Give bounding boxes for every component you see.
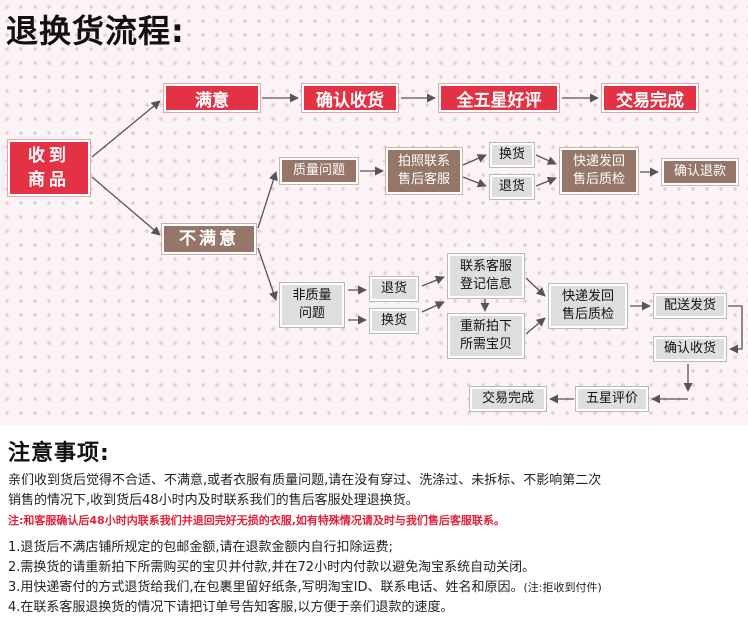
notes-heading: 注意事项: (8, 441, 110, 466)
received-line1: 收到 (28, 146, 70, 166)
express-back-inspection-box-1: 快递发回售后质检 (560, 148, 638, 194)
notes-item-3-small: (注:拒收到付件) (523, 581, 602, 594)
five-star-review-box: 全五星好评 (439, 84, 559, 112)
photo-contact-line1: 拍照联系 (397, 154, 450, 169)
photo-contact-box: 拍照联系售后客服 (386, 148, 462, 194)
confirm-receipt-box: 确认收货 (302, 84, 398, 112)
express2-line2: 售后质检 (561, 307, 614, 322)
arrow-received-satisfied (91, 100, 161, 158)
notes-item-3-main: 3.用快递寄付的方式退货给我们,在包裹里留好纸条,写明淘宝ID、联系电话、姓名和… (8, 580, 524, 595)
received-goods-box: 收到商品 (8, 140, 90, 196)
photo-contact-line2: 售后客服 (397, 172, 450, 187)
arrow-reorder-express2 (525, 317, 546, 335)
five-star-rating-box: 五星评价 (576, 387, 648, 411)
quality-issue-box: 质量问题 (280, 158, 358, 184)
notes-item-4: 4.在联系客服退换货的情况下请把订单号告知客服,以方便于亲们退款的速度。 (8, 600, 454, 615)
reorder-item-box: 重新拍下所需宝贝 (448, 314, 524, 358)
reorder-line1: 重新拍下 (459, 319, 512, 334)
notes-warning: 注:和客服确认后48小时内联系我们并退回完好无损的衣服,如有特殊情况请及时与我们… (8, 514, 505, 527)
arrow-photo-exchange (462, 154, 487, 166)
notes-item-1: 1.退货后不满店铺所规定的包邮金额,请在退款金额内自行扣除运费; (8, 540, 393, 555)
notes-intro-line2: 销售的情况下,收到货后48小时内及时联系我们的售后客服处理退换货。 (8, 493, 419, 508)
arrow-notsat-quality (257, 171, 278, 229)
exchange-box: 换货 (490, 143, 534, 167)
contact-service-line2: 登记信息 (459, 277, 512, 292)
ship-out-box: 配送发货 (654, 294, 726, 318)
arrow-received-notsatisfied (91, 176, 161, 236)
contact-service-line1: 联系客服 (459, 259, 512, 274)
non-quality-line2: 问题 (298, 306, 325, 321)
arrow-photo-return (462, 176, 487, 188)
arrow-contact-express2 (525, 277, 546, 297)
deal-complete-box-2: 交易完成 (470, 387, 546, 411)
notes-intro-line1: 亲们收到货后觉得不合适、不满意,或者衣服有质量问题,请在没有穿过、洗涤过、未拆标… (8, 473, 602, 488)
express-back-inspection-box-2: 快递发回售后质检 (549, 284, 627, 328)
arrow-notsat-nonquality (257, 247, 278, 301)
reorder-line2: 所需宝贝 (459, 337, 512, 352)
notes-item-2: 2.需换货的请重新拍下所需购买的宝贝并付款,并在72小时内付款以避免淘宝系统自动… (8, 560, 536, 575)
return-box-2: 退货 (370, 277, 418, 301)
page-title: 退换货流程: (6, 12, 185, 50)
arrow-return-express1 (535, 176, 557, 187)
confirm-receipt-box-2: 确认收货 (654, 337, 726, 361)
arrow-return-contact (421, 275, 445, 287)
non-quality-line1: 非质量 (292, 288, 332, 303)
not-satisfied-box: 不满意 (162, 224, 256, 254)
satisfied-box: 满意 (164, 84, 260, 112)
arrow-exchange-express1 (535, 154, 557, 165)
express1-line1: 快递发回 (572, 154, 625, 169)
notes-background (0, 425, 748, 644)
deal-complete-box: 交易完成 (602, 84, 698, 112)
express1-line2: 售后质检 (572, 172, 625, 187)
notes-item-3: 3.用快递寄付的方式退货给我们,在包裹里留好纸条,写明淘宝ID、联系电话、姓名和… (8, 579, 602, 597)
received-line2: 商品 (28, 170, 70, 190)
confirm-refund-box: 确认退款 (662, 159, 738, 185)
arrow-ship-confirm2 (728, 305, 743, 354)
return-box: 退货 (490, 175, 534, 199)
arrow-exchange-contact (421, 301, 445, 313)
contact-service-register-box: 联系客服登记信息 (448, 254, 524, 298)
express2-line1: 快递发回 (561, 289, 614, 304)
non-quality-issue-box: 非质量问题 (280, 283, 344, 327)
exchange-box-2: 换货 (370, 309, 418, 333)
